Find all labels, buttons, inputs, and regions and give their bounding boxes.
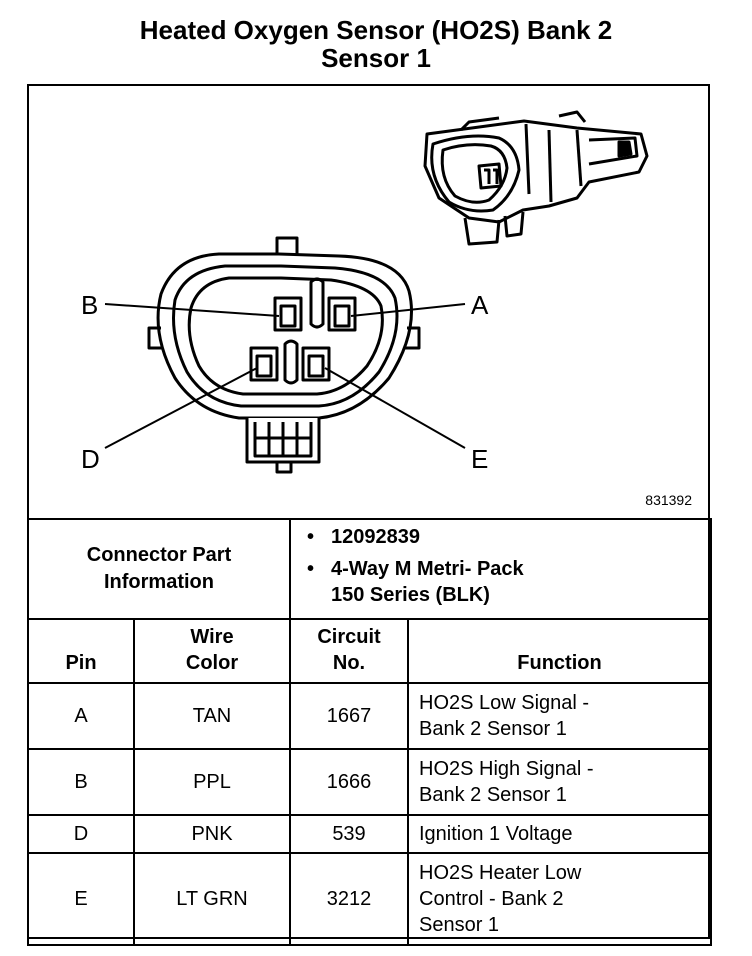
row-pin: E bbox=[27, 852, 135, 946]
row-color: LT GRN bbox=[133, 852, 291, 946]
row-pin: A bbox=[27, 682, 135, 750]
table-row: E LT GRN 3212 HO2S Heater Low Control - … bbox=[27, 852, 712, 946]
table-row: A TAN 1667 HO2S Low Signal - Bank 2 Sens… bbox=[27, 682, 712, 750]
row-function: HO2S High Signal - Bank 2 Sensor 1 bbox=[407, 748, 712, 816]
row-circuit: 1666 bbox=[289, 748, 409, 816]
pin-label-d: D bbox=[81, 444, 100, 474]
table-row: B PPL 1666 HO2S High Signal - Bank 2 Sen… bbox=[27, 748, 712, 816]
row-function: Ignition 1 Voltage bbox=[407, 814, 712, 854]
connector-3d-view bbox=[423, 110, 649, 246]
row-circuit: 3212 bbox=[289, 852, 409, 946]
title-line-1: Heated Oxygen Sensor (HO2S) Bank 2 bbox=[139, 15, 613, 45]
pin-label-a: A bbox=[471, 290, 489, 320]
pin-label-b: B bbox=[81, 290, 98, 320]
row-color: PPL bbox=[133, 748, 291, 816]
header-circuit: Circuit No. bbox=[289, 618, 409, 684]
part-number: 12092839 bbox=[307, 524, 710, 550]
header-pin: Pin bbox=[27, 618, 135, 684]
pin-leaders bbox=[104, 303, 466, 449]
row-circuit: 1667 bbox=[289, 682, 409, 750]
row-function: HO2S Low Signal - Bank 2 Sensor 1 bbox=[407, 682, 712, 750]
connector-figure: B A D E 831392 bbox=[29, 86, 708, 518]
connector-sheet: B A D E 831392 Connector Part Informatio… bbox=[27, 84, 712, 946]
connector-part-label: Connector Part Information bbox=[27, 518, 291, 620]
title-line-2: Sensor 1 bbox=[321, 43, 431, 73]
document-title: Heated Oxygen Sensor (HO2S) Bank 2 Senso… bbox=[0, 16, 752, 72]
connector-part-info: 12092839 4-Way M Metri- Pack 150 Series … bbox=[289, 518, 712, 620]
row-color: TAN bbox=[133, 682, 291, 750]
connector-drawing: B A D E bbox=[81, 110, 649, 474]
row-color: PNK bbox=[133, 814, 291, 854]
connector-front-view bbox=[147, 236, 421, 474]
table-row: D PNK 539 Ignition 1 Voltage bbox=[27, 814, 712, 854]
row-circuit: 539 bbox=[289, 814, 409, 854]
pin-label-e: E bbox=[471, 444, 488, 474]
row-function: HO2S Heater Low Control - Bank 2 Sensor … bbox=[407, 852, 712, 946]
row-pin: D bbox=[27, 814, 135, 854]
table-header-row: Pin Wire Color Circuit No. Function bbox=[27, 618, 712, 684]
connector-table: Connector Part Information 12092839 4-Wa… bbox=[27, 518, 712, 946]
connector-part-row: Connector Part Information 12092839 4-Wa… bbox=[27, 518, 712, 620]
figure-number: 831392 bbox=[645, 492, 692, 508]
header-wire-color: Wire Color bbox=[133, 618, 291, 684]
row-pin: B bbox=[27, 748, 135, 816]
part-description: 4-Way M Metri- Pack 150 Series (BLK) bbox=[307, 556, 710, 608]
header-function: Function bbox=[407, 618, 712, 684]
